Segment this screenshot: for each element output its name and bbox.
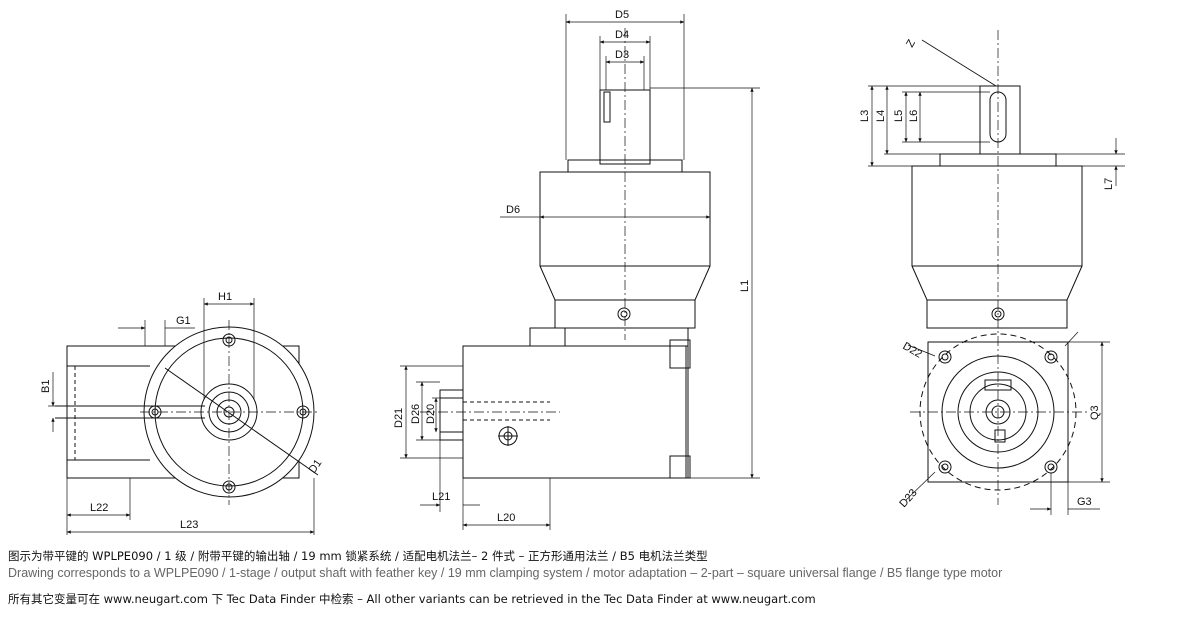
label-l1: L1 bbox=[739, 280, 751, 292]
label-l6: L6 bbox=[908, 110, 920, 122]
label-l3: L3 bbox=[859, 110, 871, 122]
label-g3: G3 bbox=[1077, 496, 1092, 508]
technical-drawing: D5 D4 D3 D6 L1 D21 D26 D20 L21 L20 H1 G1… bbox=[40, 9, 1125, 535]
label-d21: D21 bbox=[393, 408, 405, 428]
label-l5: L5 bbox=[893, 110, 905, 122]
label-q3: Q3 bbox=[1089, 405, 1101, 420]
label-d5: D5 bbox=[615, 9, 629, 21]
right-view bbox=[868, 30, 1125, 515]
label-d6: D6 bbox=[506, 204, 520, 216]
label-z: Z bbox=[904, 37, 918, 49]
label-d1: D1 bbox=[307, 457, 325, 475]
caption-english: Drawing corresponds to a WPLPE090 / 1-st… bbox=[8, 566, 1003, 580]
caption-variants: 所有其它变量可在 www.neugart.com 下 Tec Data Find… bbox=[8, 592, 816, 606]
left-view bbox=[48, 298, 320, 535]
label-d26: D26 bbox=[410, 404, 422, 424]
label-d20: D20 bbox=[425, 404, 437, 424]
label-l22: L22 bbox=[90, 502, 108, 514]
label-l7: L7 bbox=[1103, 178, 1115, 190]
label-b1: B1 bbox=[40, 380, 52, 393]
label-d22: D22 bbox=[901, 340, 924, 360]
label-l4: L4 bbox=[875, 110, 887, 122]
caption-chinese: 图示为带平键的 WPLPE090 / 1 级 / 附带平键的输出轴 / 19 m… bbox=[8, 549, 708, 563]
label-d4: D4 bbox=[615, 29, 629, 41]
dimension-labels: D5 D4 D3 D6 L1 D21 D26 D20 L21 L20 H1 G1… bbox=[40, 9, 1115, 531]
middle-view bbox=[400, 14, 760, 530]
label-g1: G1 bbox=[176, 315, 191, 327]
label-l23: L23 bbox=[180, 519, 198, 531]
label-d3: D3 bbox=[615, 49, 629, 61]
label-l21: L21 bbox=[432, 491, 450, 503]
label-h1: H1 bbox=[218, 291, 232, 303]
label-l20: L20 bbox=[497, 512, 515, 524]
